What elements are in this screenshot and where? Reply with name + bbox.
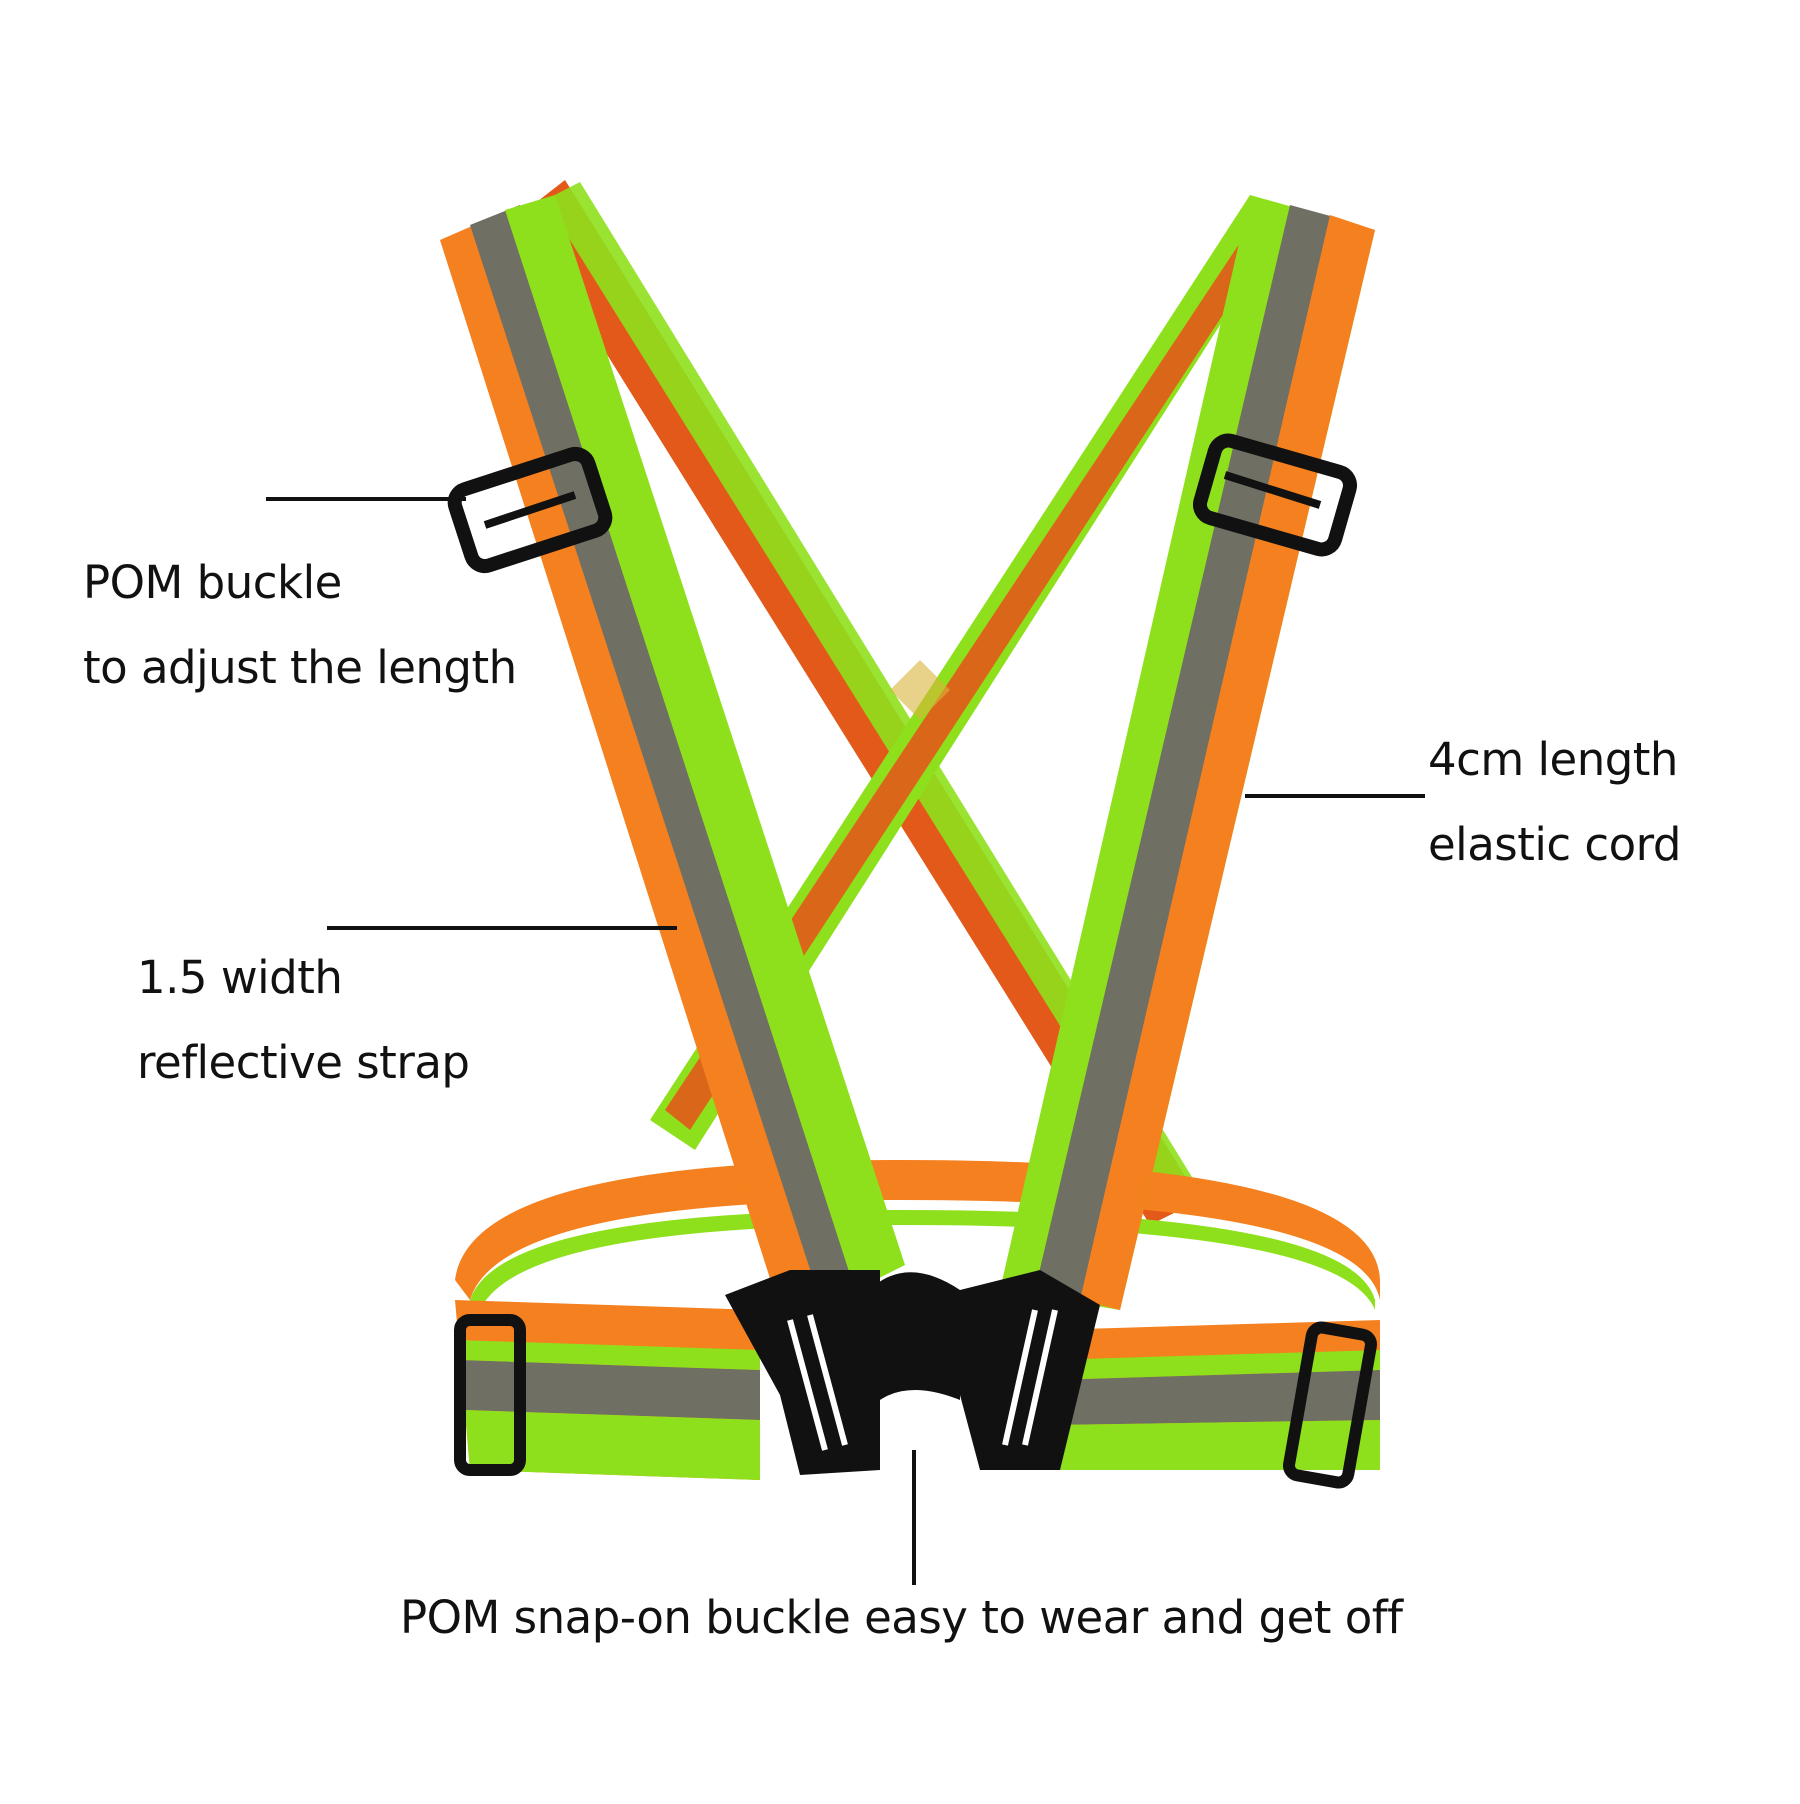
elastic-cord-label-line2: elastic cord <box>1428 818 1681 871</box>
pom-buckle-leader-line <box>266 497 466 501</box>
waist-right-slider <box>1283 1321 1377 1489</box>
back-straps-crossing <box>520 180 1290 1225</box>
elastic-cord-leader-line <box>1245 794 1425 798</box>
reflective-strap-label-line2: reflective strap <box>137 1036 470 1089</box>
snap-buckle-leader-line <box>912 1450 916 1585</box>
reflective-strap-label-line1: 1.5 width <box>137 951 343 1004</box>
waist-left-slider <box>454 1314 526 1476</box>
snap-buckle-label: POM snap-on buckle easy to wear and get … <box>400 1591 1403 1644</box>
left-shoulder-strap <box>440 195 905 1310</box>
pom-buckle-label-line2: to adjust the length <box>83 641 517 694</box>
right-slider-buckle <box>1193 433 1357 557</box>
snap-on-buckle <box>725 1270 1100 1475</box>
right-shoulder-strap <box>1000 195 1375 1310</box>
pom-buckle-label-line1: POM buckle <box>83 556 342 609</box>
waist-belt-front-right <box>1050 1320 1380 1470</box>
left-slider-buckle <box>447 446 613 574</box>
waist-belt-front-left <box>455 1300 760 1480</box>
waist-belt-back <box>455 1160 1380 1310</box>
elastic-cord-label-line1: 4cm length <box>1428 733 1678 786</box>
reflective-strap-leader-line <box>327 926 677 930</box>
